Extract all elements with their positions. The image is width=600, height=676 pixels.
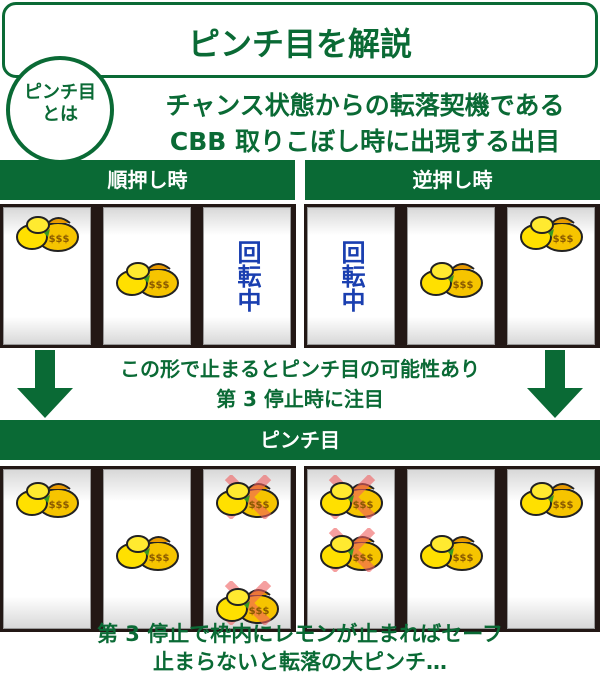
reel-3: $$$ <box>507 207 595 345</box>
description-line2: CBB 取りこぼし時に出現する出目 <box>169 127 561 156</box>
reel-2: $$$ <box>407 469 495 629</box>
down-arrow-icon <box>527 350 583 418</box>
middle-line1: この形で止まるとピンチ目の可能性あり <box>120 357 480 381</box>
svg-text:$$$: $$$ <box>353 500 374 511</box>
middle-line2: 第 3 停止時に注目 <box>216 387 384 411</box>
page-title: ピンチ目を解説 <box>187 25 412 63</box>
lemon-icon: $$$ <box>508 208 594 254</box>
spinning-label: 回転中 <box>337 240 365 312</box>
reel-3: $$$ <box>507 469 595 629</box>
svg-text:$$$: $$$ <box>149 280 170 291</box>
reel-2: $$$ <box>103 207 191 345</box>
bottom-line2: 止まらないと転落の大ピンチ… <box>153 650 447 674</box>
description-line1: チャンス状態からの転落契機である <box>165 91 565 120</box>
bottom-line1: 第 3 停止で枠内にレモンが止まればセーフ <box>97 622 503 646</box>
reel-panel-forward: $$$ $$$ 回転中 <box>0 204 296 348</box>
svg-text:$$$: $$$ <box>249 606 270 617</box>
svg-text:$$$: $$$ <box>149 553 170 564</box>
bottom-text: 第 3 停止で枠内にレモンが止まればセーフ 止まらないと転落の大ピンチ… <box>0 620 600 676</box>
svg-text:$$$: $$$ <box>49 234 70 245</box>
badge-line1: ピンチ目 <box>24 82 96 103</box>
header-reverse: 逆押し時 <box>305 160 600 200</box>
header-forward: 順押し時 <box>0 160 295 200</box>
reel-1: $$$ $$$ <box>307 469 395 629</box>
middle-text: この形で止まるとピンチ目の可能性あり 第 3 停止時に注目 <box>70 354 530 414</box>
reel-3: $$$ $$$ <box>203 469 291 629</box>
svg-text:$$$: $$$ <box>453 280 474 291</box>
lemon-crossed-icon: $$$ <box>308 470 394 523</box>
svg-text:$$$: $$$ <box>553 234 574 245</box>
reel-2: $$$ <box>103 469 191 629</box>
reel-panel-pinch-reverse: $$$ $$$ $$$ $$$ <box>304 466 600 632</box>
badge-line2: とは <box>42 104 78 125</box>
lemon-crossed-icon: $$$ <box>204 577 290 630</box>
svg-text:$$$: $$$ <box>453 553 474 564</box>
reel-3: 回転中 <box>203 207 291 345</box>
reel-panel-reverse: 回転中 $$$ $$$ <box>304 204 600 348</box>
reel-2: $$$ <box>407 207 495 345</box>
svg-text:$$$: $$$ <box>353 553 374 564</box>
lemon-icon: $$$ <box>408 254 494 300</box>
svg-text:$$$: $$$ <box>49 500 70 511</box>
lemon-icon: $$$ <box>4 470 90 523</box>
reel-1: $$$ <box>3 207 91 345</box>
badge-circle: ピンチ目 とは <box>6 56 114 164</box>
down-arrow-icon <box>17 350 73 418</box>
svg-text:$$$: $$$ <box>553 500 574 511</box>
lemon-icon: $$$ <box>4 208 90 254</box>
lemon-crossed-icon: $$$ <box>308 523 394 576</box>
description: チャンス状態からの転落契機である CBB 取りこぼし時に出現する出目 <box>130 88 600 160</box>
lemon-crossed-icon: $$$ <box>204 470 290 523</box>
title-box: ピンチ目を解説 <box>2 2 598 78</box>
lemon-icon: $$$ <box>104 523 190 576</box>
reel-1: $$$ <box>3 469 91 629</box>
spinning-label: 回転中 <box>233 240 261 312</box>
svg-text:$$$: $$$ <box>249 500 270 511</box>
lemon-icon: $$$ <box>508 470 594 523</box>
reel-panel-pinch-forward: $$$ $$$ $$$ $$$ <box>0 466 296 632</box>
header-pinch: ピンチ目 <box>0 420 600 460</box>
lemon-icon: $$$ <box>104 254 190 300</box>
reel-1: 回転中 <box>307 207 395 345</box>
lemon-icon: $$$ <box>408 523 494 576</box>
